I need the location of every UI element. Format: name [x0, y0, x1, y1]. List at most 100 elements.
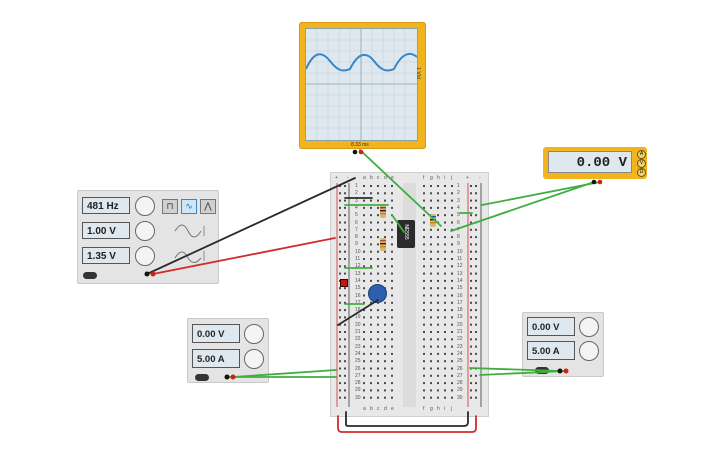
- breadboard-hole[interactable]: [451, 192, 453, 195]
- breadboard-hole[interactable]: [363, 352, 365, 355]
- breadboard-hole[interactable]: [384, 236, 386, 239]
- breadboard-hole[interactable]: [451, 199, 453, 202]
- breadboard-hole[interactable]: [377, 352, 379, 355]
- breadboard-hole[interactable]: [451, 367, 453, 370]
- power-supply-left[interactable]: 0.00 V 5.00 A: [187, 318, 269, 383]
- breadboard-hole[interactable]: [475, 396, 477, 399]
- breadboard-hole[interactable]: [391, 206, 393, 209]
- breadboard-hole[interactable]: [363, 214, 365, 217]
- breadboard-hole[interactable]: [363, 309, 365, 312]
- breadboard-hole[interactable]: [384, 199, 386, 202]
- breadboard-hole[interactable]: [430, 367, 432, 370]
- breadboard-hole[interactable]: [430, 382, 432, 385]
- wire-green-scope[interactable]: [359, 149, 442, 227]
- breadboard-hole[interactable]: [384, 279, 386, 282]
- breadboard-hole[interactable]: [384, 301, 386, 304]
- breadboard-hole[interactable]: [444, 309, 446, 312]
- breadboard-hole[interactable]: [363, 382, 365, 385]
- breadboard-hole[interactable]: [344, 389, 346, 392]
- breadboard-hole[interactable]: [444, 243, 446, 246]
- breadboard-hole[interactable]: [377, 316, 379, 319]
- breadboard-hole[interactable]: [437, 345, 439, 348]
- breadboard-hole[interactable]: [451, 316, 453, 319]
- breadboard-hole[interactable]: [344, 287, 346, 290]
- breadboard-hole[interactable]: [475, 199, 477, 202]
- breadboard-hole[interactable]: [470, 338, 472, 341]
- breadboard-hole[interactable]: [475, 309, 477, 312]
- breadboard-hole[interactable]: [391, 323, 393, 326]
- breadboard-hole[interactable]: [451, 258, 453, 260]
- breadboard-hole[interactable]: [475, 236, 477, 239]
- breadboard-hole[interactable]: [344, 185, 346, 187]
- breadboard-hole[interactable]: [444, 258, 446, 260]
- breadboard-hole[interactable]: [437, 250, 439, 253]
- breadboard-hole[interactable]: [444, 250, 446, 253]
- breadboard-hole[interactable]: [339, 345, 341, 348]
- breadboard-hole[interactable]: [444, 345, 446, 348]
- breadboard-hole[interactable]: [391, 258, 393, 260]
- breadboard-hole[interactable]: [423, 382, 425, 385]
- breadboard-hole[interactable]: [430, 374, 432, 377]
- breadboard-hole[interactable]: [437, 192, 439, 195]
- breadboard-hole[interactable]: [339, 294, 341, 297]
- breadboard-hole[interactable]: [470, 243, 472, 246]
- breadboard-hole[interactable]: [444, 360, 446, 363]
- breadboard-hole[interactable]: [475, 374, 477, 377]
- breadboard-hole[interactable]: [363, 294, 365, 297]
- breadboard-hole[interactable]: [377, 279, 379, 282]
- breadboard-hole[interactable]: [339, 360, 341, 363]
- breadboard-hole[interactable]: [339, 272, 341, 275]
- breadboard-hole[interactable]: [344, 236, 346, 239]
- breadboard-hole[interactable]: [377, 185, 379, 187]
- breadboard-hole[interactable]: [430, 265, 432, 268]
- breadboard-hole[interactable]: [370, 367, 372, 370]
- breadboard-hole[interactable]: [430, 185, 432, 187]
- breadboard-hole[interactable]: [344, 338, 346, 341]
- breadboard-hole[interactable]: [475, 345, 477, 348]
- breadboard-hole[interactable]: [437, 258, 439, 260]
- breadboard-hole[interactable]: [370, 272, 372, 275]
- breadboard-hole[interactable]: [423, 301, 425, 304]
- breadboard-hole[interactable]: [423, 221, 425, 224]
- breadboard-hole[interactable]: [444, 287, 446, 290]
- breadboard-hole[interactable]: [370, 221, 372, 224]
- breadboard-hole[interactable]: [391, 228, 393, 231]
- breadboard-hole[interactable]: [451, 272, 453, 275]
- breadboard-hole[interactable]: [384, 374, 386, 377]
- breadboard-hole[interactable]: [391, 287, 393, 290]
- breadboard-hole[interactable]: [391, 279, 393, 282]
- breadboard-hole[interactable]: [370, 206, 372, 209]
- breadboard-hole[interactable]: [470, 396, 472, 399]
- breadboard-hole[interactable]: [384, 382, 386, 385]
- breadboard-hole[interactable]: [339, 338, 341, 341]
- breadboard-hole[interactable]: [339, 258, 341, 260]
- breadboard-hole[interactable]: [391, 396, 393, 399]
- breadboard-hole[interactable]: [430, 287, 432, 290]
- breadboard-hole[interactable]: [377, 221, 379, 224]
- psu-left-current-knob[interactable]: [244, 349, 264, 369]
- psu-left-power-toggle[interactable]: [195, 374, 209, 381]
- breadboard-hole[interactable]: [363, 287, 365, 290]
- breadboard-hole[interactable]: [377, 250, 379, 253]
- breadboard-hole[interactable]: [430, 243, 432, 246]
- breadboard-hole[interactable]: [475, 206, 477, 209]
- breadboard-hole[interactable]: [423, 389, 425, 392]
- breadboard-hole[interactable]: [344, 374, 346, 377]
- breadboard-hole[interactable]: [377, 199, 379, 202]
- breadboard-hole[interactable]: [430, 352, 432, 355]
- breadboard-hole[interactable]: [363, 185, 365, 187]
- breadboard-hole[interactable]: [437, 389, 439, 392]
- breadboard-hole[interactable]: [470, 221, 472, 224]
- breadboard-hole[interactable]: [423, 367, 425, 370]
- offset-knob[interactable]: [135, 246, 155, 266]
- breadboard-hole[interactable]: [475, 243, 477, 246]
- breadboard-hole[interactable]: [475, 258, 477, 260]
- multimeter-mode-ohm[interactable]: Ω: [637, 168, 646, 177]
- breadboard-hole[interactable]: [339, 352, 341, 355]
- breadboard-hole[interactable]: [344, 294, 346, 297]
- breadboard-hole[interactable]: [451, 265, 453, 268]
- breadboard-hole[interactable]: [430, 345, 432, 348]
- breadboard-hole[interactable]: [384, 228, 386, 231]
- wire-black-fgen[interactable]: [146, 177, 356, 275]
- breadboard-hole[interactable]: [423, 185, 425, 187]
